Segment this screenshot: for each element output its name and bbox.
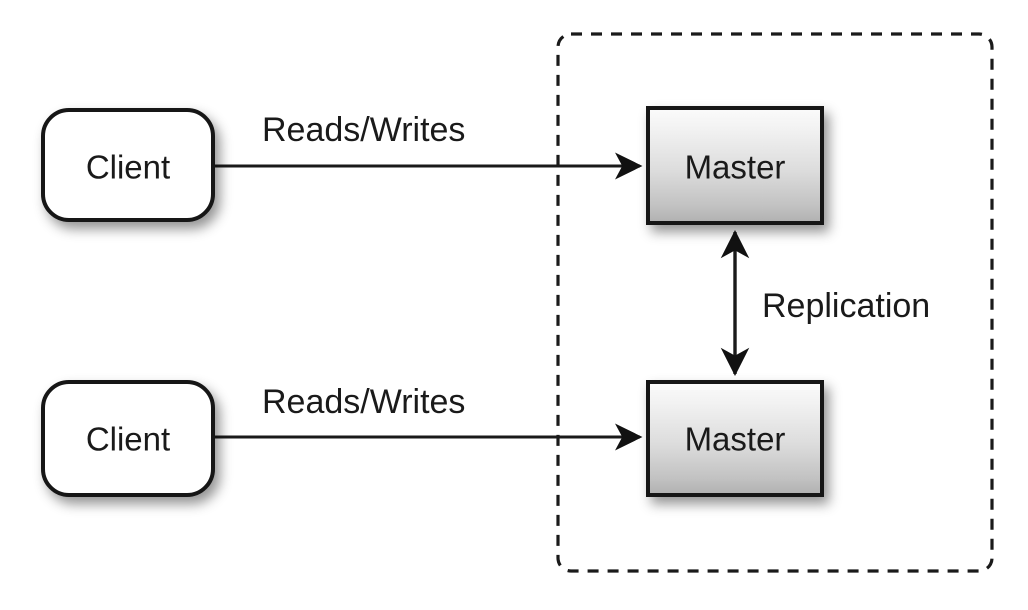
edge-label-replication: Replication <box>762 287 930 325</box>
replication-cluster-boundary <box>556 32 994 573</box>
client-box[interactable] <box>41 108 215 222</box>
node-label-master-bottom: Master <box>685 421 786 458</box>
node-master-top[interactable] <box>646 106 824 225</box>
edge-label-reads-writes-bottom: Reads/Writes <box>262 383 465 421</box>
node-label-client-bottom: Client <box>86 421 170 458</box>
node-master-bottom[interactable] <box>646 380 824 497</box>
master-box[interactable] <box>646 380 824 497</box>
client-box[interactable] <box>41 380 215 497</box>
node-client-bottom[interactable] <box>41 380 215 497</box>
node-client-top[interactable] <box>41 108 215 222</box>
node-label-master-top: Master <box>685 149 786 186</box>
master-box[interactable] <box>646 106 824 225</box>
edge-label-reads-writes-top: Reads/Writes <box>262 111 465 149</box>
node-label-client-top: Client <box>86 149 170 186</box>
